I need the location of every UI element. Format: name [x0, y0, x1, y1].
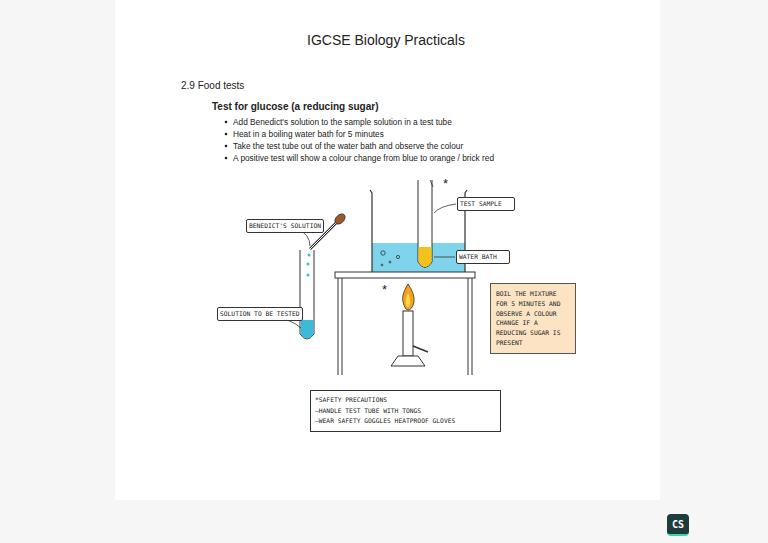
- callout-box: WATER BATH: [456, 250, 510, 264]
- callout-box: TEST SAMPLE: [457, 197, 515, 211]
- page-title: IGCSE Biology Practicals: [307, 32, 465, 48]
- step-text: A positive test will show a colour chang…: [233, 153, 494, 163]
- box-text: BENEDICT'S SOLUTION: [249, 222, 321, 230]
- box-text: —WEAR SAFETY GOGGLES HEATPROOF GLOVES: [315, 416, 496, 427]
- box-text: BOIL THE MIXTURE FOR 5 MINUTES AND OBSER…: [496, 289, 570, 348]
- logo-badge: CS: [667, 514, 689, 536]
- note-box: BOIL THE MIXTURE FOR 5 MINUTES AND OBSER…: [490, 283, 576, 354]
- box-text: WATER BATH: [459, 253, 507, 261]
- step-text: Heat in a boiling water bath for 5 minut…: [233, 129, 384, 139]
- box-text: TEST SAMPLE: [460, 200, 512, 208]
- asterisk-mark: *: [382, 282, 387, 297]
- box-text: *SAFETY PRECAUTIONS: [315, 395, 496, 406]
- safety-box: *SAFETY PRECAUTIONS—HANDLE TEST TUBE WIT…: [310, 390, 501, 432]
- callout-box: BENEDICT'S SOLUTION: [246, 219, 324, 233]
- section-heading: 2.9 Food tests: [181, 80, 244, 91]
- step-text: Add Benedict's solution to the sample so…: [233, 117, 452, 127]
- test-heading: Test for glucose (a reducing sugar): [212, 101, 379, 112]
- box-text: SOLUTION TO BE TESTED: [220, 310, 300, 318]
- callout-box: SOLUTION TO BE TESTED: [217, 307, 303, 321]
- asterisk-mark: *: [443, 176, 448, 191]
- box-text: —HANDLE TEST TUBE WITH TONGS: [315, 406, 496, 417]
- box-text: CS: [667, 514, 689, 536]
- step-text: Take the test tube out of the water bath…: [233, 141, 463, 151]
